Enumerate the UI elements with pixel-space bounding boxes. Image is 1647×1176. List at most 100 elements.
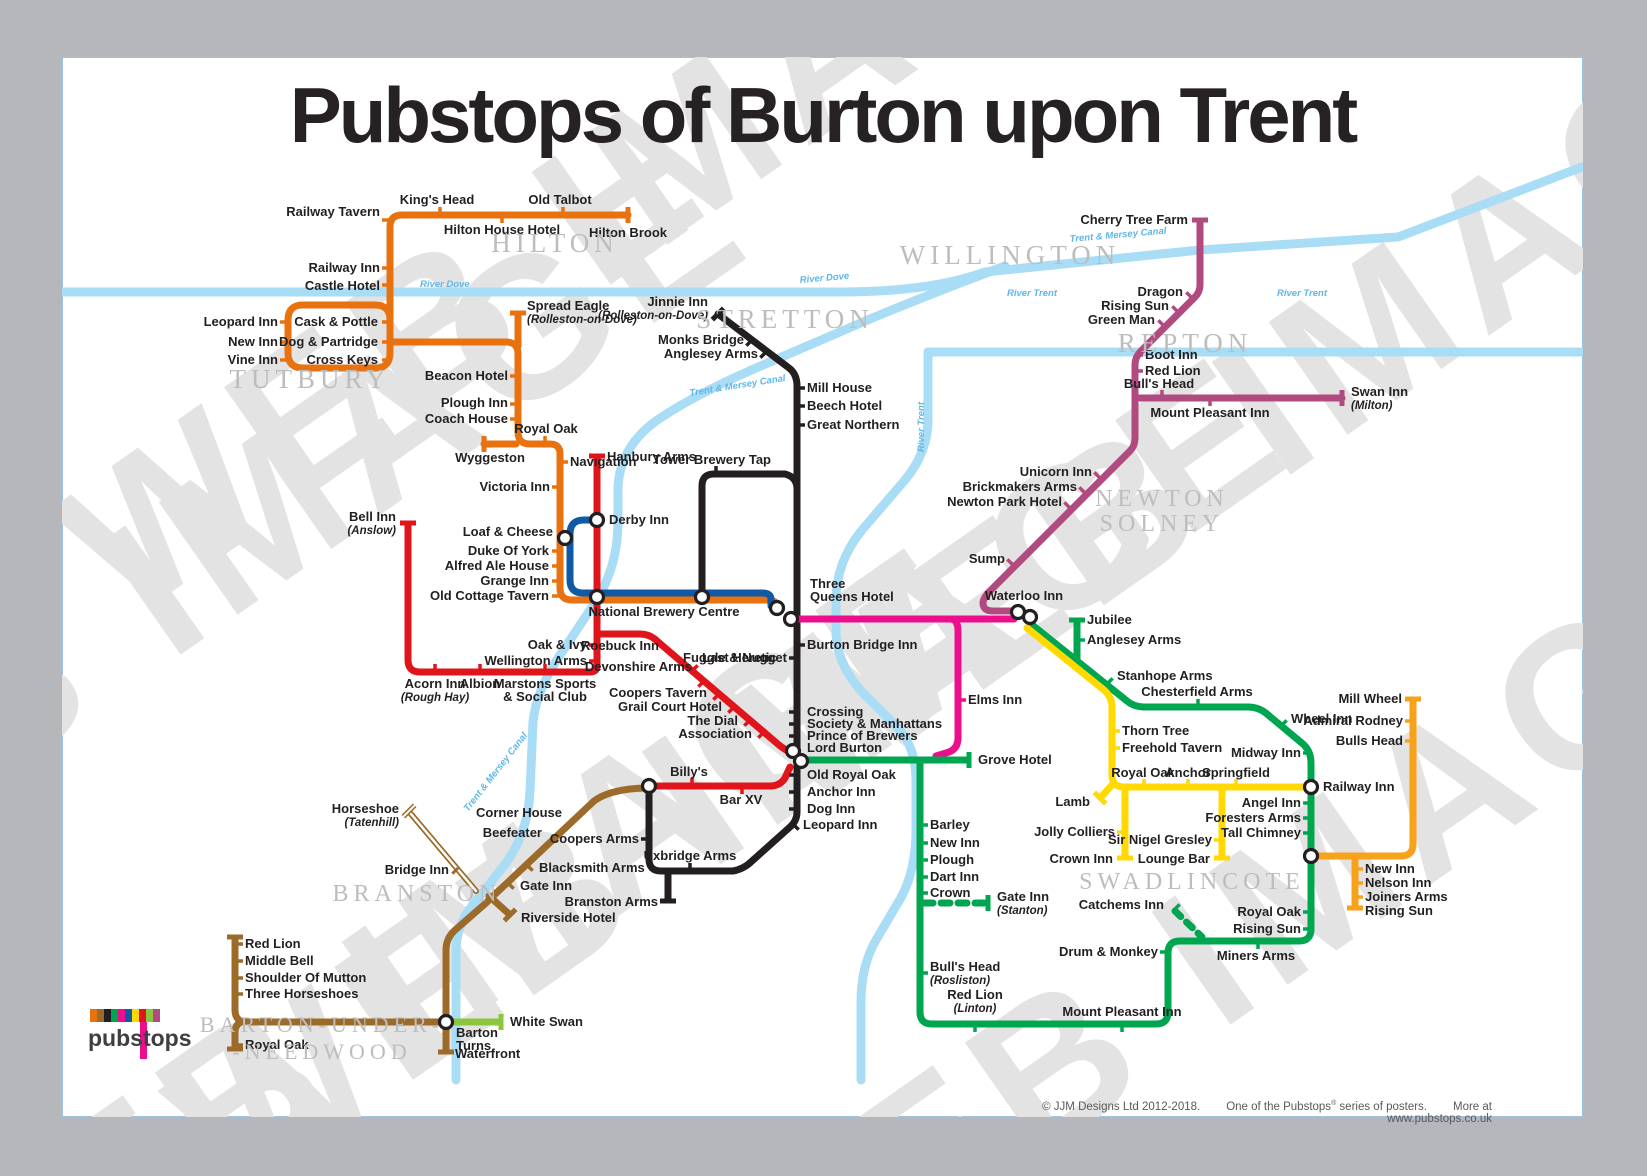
line-green-loop <box>916 620 1315 1028</box>
station-label-rising-sun: Rising Sun <box>1365 903 1433 918</box>
interchange-label-national-brewery-centre: National Brewery Centre <box>589 604 740 619</box>
page-title: Pubstops of Burton upon Trent <box>289 71 1359 159</box>
station-label-bell-inn: Bell Inn(Anslow) <box>347 509 396 537</box>
station-label-dog-inn: Dog Inn <box>807 801 855 816</box>
station-label-riverside-hotel: Riverside Hotel <box>521 910 616 925</box>
station-label-gate-inn: Gate Inn <box>520 878 572 893</box>
station-label-old-talbot: Old Talbot <box>528 192 592 207</box>
station-label-branston-arms: Branston Arms <box>565 894 658 909</box>
line-black-hook <box>698 470 801 594</box>
station-label-victoria-inn: Victoria Inn <box>479 479 550 494</box>
footer-copyright: © JJM Designs Ltd 2012-2018.One of the P… <box>990 1100 1492 1125</box>
station-label-anchor: Anchor <box>1165 765 1211 780</box>
logo-strip-segment <box>146 1009 153 1022</box>
river-label: River Trent <box>1007 288 1058 299</box>
station-label-billy-s: Billy's <box>670 764 708 779</box>
logo-strip-segment <box>132 1009 139 1022</box>
station-label-red-lion: Red Lion <box>245 936 301 951</box>
station-label-marstons-sports: Marstons Sports& Social Club <box>494 676 597 704</box>
logo-strip-segment <box>97 1009 104 1022</box>
station-label-dog-partridge: Dog & Partridge <box>279 334 378 349</box>
station-label-crossing: Crossing <box>807 704 863 719</box>
copyright-text: © JJM Designs Ltd 2012-2018. <box>1042 1100 1201 1113</box>
station-terminus <box>1092 790 1108 806</box>
station-tick <box>697 679 706 688</box>
line-black-main <box>645 310 801 875</box>
line-red-main <box>404 453 601 676</box>
station-label-old-royal-oak: Old Royal Oak <box>807 767 897 782</box>
station-label-railway-inn: Railway Inn <box>308 260 380 275</box>
logo-strip-segment <box>153 1009 160 1022</box>
station-label-hilton-brook: Hilton Brook <box>589 225 668 240</box>
station-label-plough-inn: Plough Inn <box>441 395 508 410</box>
station-label-bridge-inn: Bridge Inn <box>385 862 449 877</box>
station-label-rising-sun: Rising Sun <box>1233 921 1301 936</box>
area-label: NEWTON <box>1095 486 1229 512</box>
station-label-tall-chimney: Tall Chimney <box>1221 825 1302 840</box>
area-label: WILLINGTON <box>900 240 1120 270</box>
station-label-roebuck-inn: Roebuck Inn <box>581 638 659 653</box>
station-label-jinnie-inn: Jinnie Inn(Rolleston-on-Dove) <box>598 294 708 322</box>
station-label-springfield: Springfield <box>1202 765 1270 780</box>
station-label-wyggeston: Wyggeston <box>455 450 525 465</box>
station-label-old-cottage-tavern: Old Cottage Tavern <box>430 588 549 603</box>
station-label-new-inn: New Inn <box>1365 861 1415 876</box>
station-tick <box>525 863 534 872</box>
station-label-corner-house: Corner House <box>476 805 562 820</box>
station-label-grove-hotel: Grove Hotel <box>978 752 1052 767</box>
area-label: BARTON-UNDER- <box>200 1012 444 1037</box>
logo-strip-segment <box>90 1009 97 1022</box>
interchange-circle <box>1302 847 1320 865</box>
interchange-circle <box>556 529 574 547</box>
station-label-prince-of-brewers: Prince of Brewers <box>807 728 918 743</box>
station-label-grail-court-hotel: Grail Court Hotel <box>618 699 722 714</box>
station-label-castle-hotel: Castle Hotel <box>305 278 380 293</box>
station-label-navigation: Navigation <box>570 454 637 469</box>
station-label-bulls-head: Bulls Head <box>1336 733 1403 748</box>
station-label-miners-arms: Miners Arms <box>1217 948 1295 963</box>
interchange-label-railway-inn: Railway Inn <box>1323 779 1395 794</box>
website-text[interactable]: More at www.pubstops.co.uk <box>1387 1100 1492 1125</box>
station-label-middle-bell: Middle Bell <box>245 953 314 968</box>
station-label-albion: Albion <box>460 676 500 691</box>
station-label-alfred-ale-house: Alfred Ale House <box>445 558 549 573</box>
station-terminus <box>710 306 726 322</box>
station-label-anchor-inn: Anchor Inn <box>807 784 876 799</box>
poster-background <box>62 57 1583 1117</box>
station-label-unicorn-inn: Unicorn Inn <box>1020 464 1092 479</box>
area-label: HILTON <box>491 228 619 258</box>
station-tick <box>1078 486 1087 495</box>
station-label-beefeater: Beefeater <box>483 825 542 840</box>
station-label-beacon-hotel: Beacon Hotel <box>425 368 508 383</box>
station-terminus <box>502 907 518 923</box>
line-crimson-line <box>979 217 1204 615</box>
station-tick <box>745 338 754 347</box>
station-label-coopers-tavern: Coopers Tavern <box>609 685 707 700</box>
station-label-burton-bridge-inn: Burton Bridge Inn <box>807 637 918 652</box>
line-brown-main <box>442 784 649 1054</box>
station-tick <box>759 350 768 359</box>
station-label-devonshire-arms: Devonshire Arms <box>585 659 692 674</box>
station-label-green-man: Green Man <box>1088 312 1155 327</box>
station-label-beech-hotel: Beech Hotel <box>807 398 882 413</box>
station-label-catchems-inn: Catchems Inn <box>1079 897 1164 912</box>
station-label-leopard-inn: Leopard Inn <box>803 817 877 832</box>
logo-strip-segment <box>125 1009 132 1022</box>
station-label-great-northern: Great Northern <box>807 417 900 432</box>
station-label-thorn-tree: Thorn Tree <box>1122 723 1189 738</box>
station-label-royal-oak: Royal Oak <box>1237 904 1301 919</box>
station-label-grange-inn: Grange Inn <box>480 573 549 588</box>
station-tick <box>451 866 460 875</box>
registered-mark: ® <box>1331 1100 1337 1107</box>
station-label-red-lion: Red Lion <box>1145 363 1201 378</box>
area-label: REPTON <box>1118 328 1253 358</box>
river-label: River Dove <box>420 279 470 290</box>
station-tick <box>690 664 699 673</box>
logo-strip-segment <box>104 1009 111 1022</box>
station-label-brickmakers-arms: Brickmakers Arms <box>963 479 1077 494</box>
interchange-circle <box>1302 778 1320 796</box>
station-label-coopers-arms: Coopers Arms <box>550 831 639 846</box>
station-label-bull-s-head: Bull's Head <box>1124 376 1194 391</box>
